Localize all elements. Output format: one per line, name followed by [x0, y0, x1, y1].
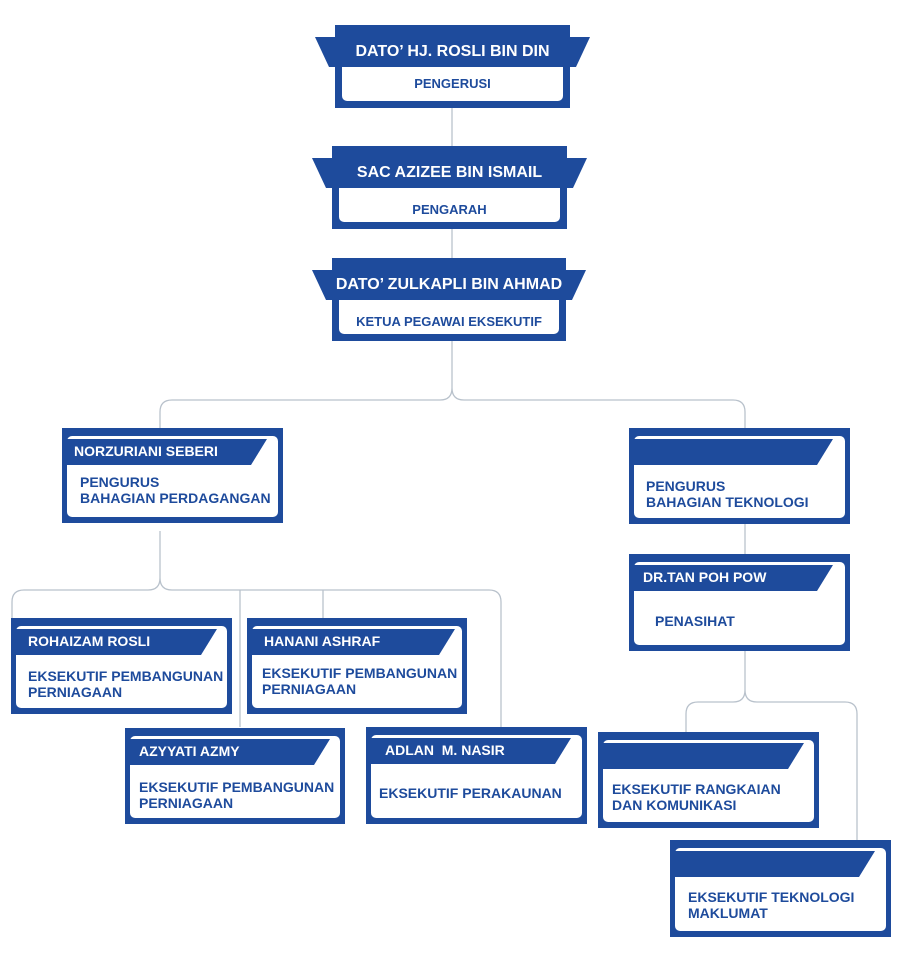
node-role: PENGARAH: [412, 202, 487, 217]
node-name: HANANI ASHRAF: [264, 633, 381, 649]
node-name: DATO’ ZULKAPLI BIN AHMAD: [335, 276, 563, 293]
node-role: PENGURUS BAHAGIAN PERDAGANGAN: [80, 474, 271, 506]
edge-norzuriani-subordinates: [11, 531, 502, 727]
node-rosli-din: DATO’ HJ. ROSLI BIN DIN PENGERUSI: [335, 25, 570, 108]
node-rangkaian: EKSEKUTIF RANGKAIAN DAN KOMUNIKASI: [598, 732, 819, 828]
node-role: EKSEKUTIF TEKNOLOGI MAKLUMAT: [688, 889, 855, 921]
node-role: EKSEKUTIF PEMBANGUNAN PERNIAGAAN: [262, 665, 458, 697]
node-role: EKSEKUTIF PERAKAUNAN: [379, 785, 562, 801]
node-role: EKSEKUTIF RANGKAIAN DAN KOMUNIKASI: [612, 781, 781, 813]
node-name: SAC AZIZEE BIN ISMAIL: [356, 164, 543, 181]
node-teknologi-maklumat: EKSEKUTIF TEKNOLOGI MAKLUMAT: [670, 840, 891, 937]
node-azyyati: AZYYATI AZMY EKSEKUTIF PEMBANGUNAN PERNI…: [125, 728, 345, 824]
node-pengurus-teknologi: PENGURUS BAHAGIAN TEKNOLOGI: [629, 428, 850, 524]
node-name: DR.TAN POH POW: [643, 569, 767, 585]
node-norzuriani: NORZURIANI SEBERI PENGURUS BAHAGIAN PERD…: [62, 428, 283, 523]
node-role: PENGURUS BAHAGIAN TEKNOLOGI: [646, 478, 809, 510]
edge-tan-poh-pow-subordinates: [685, 651, 858, 840]
node-name: AZYYATI AZMY: [139, 743, 240, 759]
node-role: KETUA PEGAWAI EKSEKUTIF: [356, 314, 542, 329]
node-role: EKSEKUTIF PEMBANGUNAN PERNIAGAAN: [28, 668, 224, 700]
node-role: PENASIHAT: [655, 613, 735, 629]
node-rohaizam: ROHAIZAM ROSLI EKSEKUTIF PEMBANGUNAN PER…: [11, 618, 232, 714]
node-tan-poh-pow: DR.TAN POH POW PENASIHAT: [629, 554, 850, 651]
node-zulkapli: DATO’ ZULKAPLI BIN AHMAD KETUA PEGAWAI E…: [332, 258, 566, 341]
edge-zulkapli-branch: [159, 341, 746, 428]
node-role: EKSEKUTIF PEMBANGUNAN PERNIAGAAN: [139, 779, 335, 811]
node-role: PENGERUSI: [414, 76, 491, 91]
node-name: ROHAIZAM ROSLI: [28, 633, 151, 649]
node-name: DATO’ HJ. ROSLI BIN DIN: [355, 43, 550, 60]
node-name: NORZURIANI SEBERI: [74, 443, 218, 459]
node-adlan: ADLAN M. NASIR EKSEKUTIF PERAKAUNAN: [366, 727, 587, 824]
node-name: ADLAN M. NASIR: [385, 742, 505, 758]
node-azizee: SAC AZIZEE BIN ISMAIL PENGARAH: [332, 146, 567, 229]
node-hanani: HANANI ASHRAF EKSEKUTIF PEMBANGUNAN PERN…: [247, 618, 467, 714]
